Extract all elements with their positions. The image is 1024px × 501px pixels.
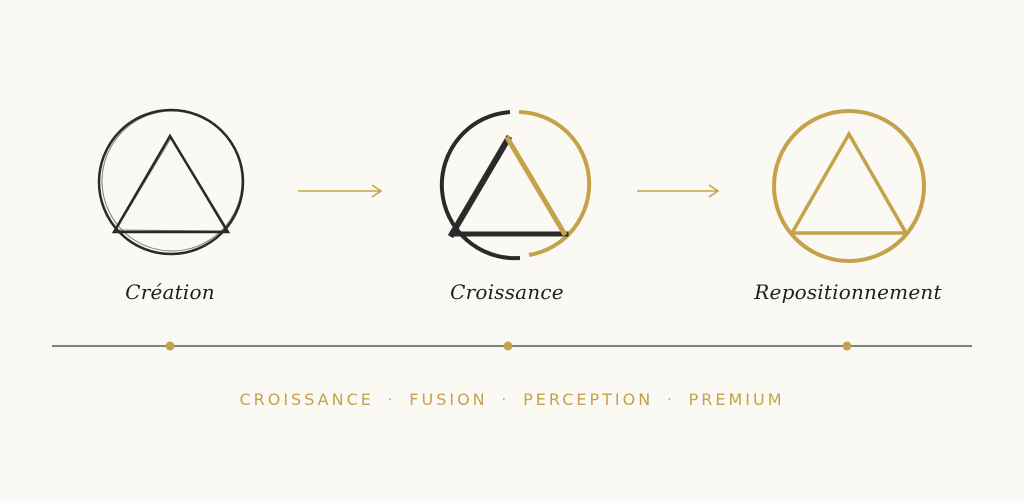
keyword-fusion: FUSION xyxy=(409,390,488,409)
timeline-dot-2 xyxy=(503,341,513,351)
creation-circle xyxy=(97,108,245,256)
creation-triangle xyxy=(111,133,231,234)
croissance-arc-gold xyxy=(518,110,592,257)
stage-label-croissance: Croissance xyxy=(450,280,564,304)
keyword-separator: · xyxy=(501,391,510,408)
creation-circle-sketch xyxy=(101,110,243,252)
arrow-1 xyxy=(298,184,383,198)
keywords-row: CROISSANCE · FUSION · PERCEPTION · PREMI… xyxy=(0,390,1024,409)
keyword-separator: · xyxy=(667,391,675,408)
creation-emblem xyxy=(97,108,245,256)
croissance-emblem xyxy=(439,110,592,261)
keyword-croissance: CROISSANCE xyxy=(239,390,374,409)
keyword-perception: PERCEPTION xyxy=(523,390,654,409)
repositionnement-emblem xyxy=(772,109,926,263)
stage-label-repositionnement: Repositionnement xyxy=(754,280,942,304)
repositionnement-triangle xyxy=(788,130,910,235)
timeline-dot-1 xyxy=(165,341,175,351)
timeline-dot-3 xyxy=(842,341,852,351)
repositionnement-circle xyxy=(772,109,926,263)
croissance-arc-ink xyxy=(439,110,521,261)
croissance-triangle-left xyxy=(447,134,513,239)
arrow-2 xyxy=(637,184,720,198)
keyword-separator: · xyxy=(387,391,396,408)
stage-label-creation: Création xyxy=(125,280,215,304)
keyword-premium: PREMIUM xyxy=(688,390,785,409)
creation-triangle-sketch xyxy=(115,137,227,232)
croissance-triangle-right xyxy=(504,135,568,237)
timeline xyxy=(52,341,972,351)
